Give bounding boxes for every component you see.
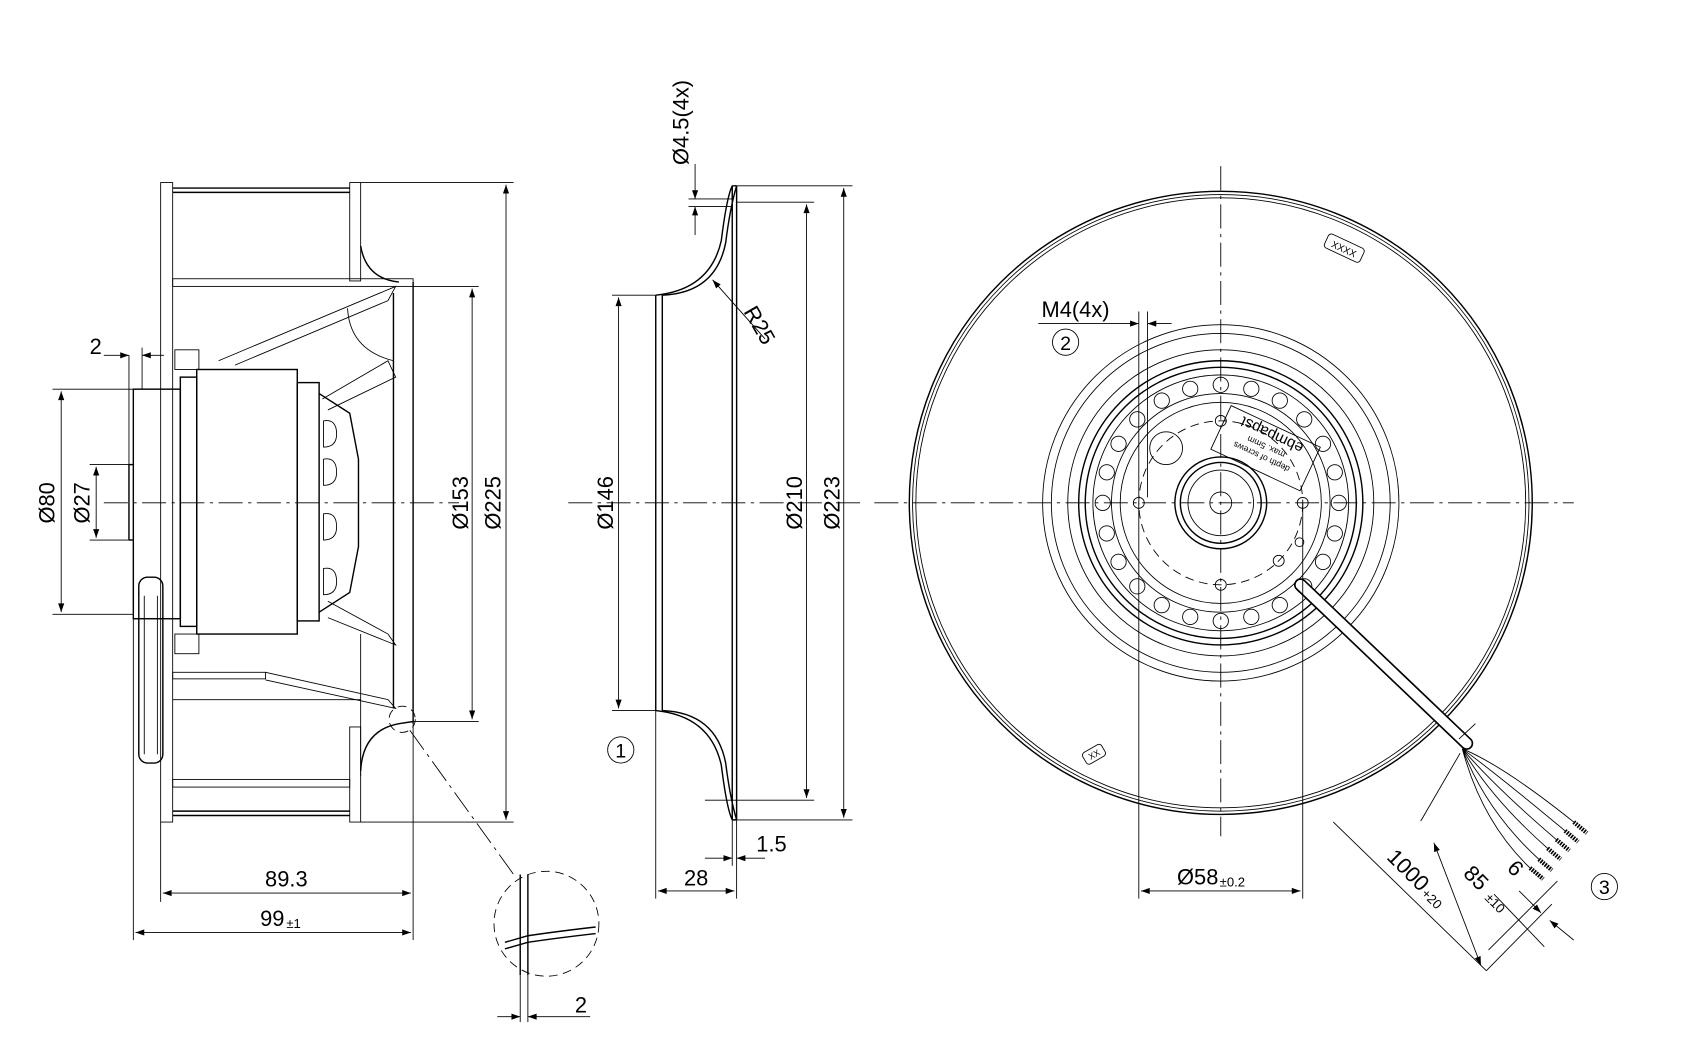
dim-label: Ø225 <box>481 476 506 529</box>
dimension-d146: Ø146 <box>593 294 656 711</box>
dim-label: Ø153 <box>448 476 473 529</box>
dimension-d225: Ø225 <box>360 182 514 823</box>
dim-label: Ø80 <box>35 482 60 523</box>
motor <box>128 349 360 655</box>
dim-label: Ø146 <box>593 476 618 529</box>
dim-label: 99 <box>260 906 284 931</box>
dim-label: R25 <box>739 302 781 349</box>
vent-hole <box>1243 608 1260 625</box>
dim-label: 85 <box>1459 860 1494 895</box>
vent-hole <box>1110 435 1127 452</box>
vent-hole <box>1182 608 1199 625</box>
dim-label: Ø4.5(4x) <box>669 80 694 165</box>
dimension-99: 99 ±1 <box>132 618 411 941</box>
callout-number: 1 <box>615 741 626 763</box>
dim-label: 2 <box>575 992 587 1017</box>
dim-tolerance: ±0.2 <box>1220 875 1245 890</box>
vent-hole <box>1129 411 1146 428</box>
dimension-d223: Ø223 <box>736 185 853 821</box>
rotor-vents <box>1094 376 1347 630</box>
dimension-d153: Ø153 <box>413 285 479 722</box>
impeller-blades <box>218 285 397 710</box>
side-view: 2 Ø80 Ø27 Ø153 Ø225 <box>35 182 600 1023</box>
label-xxxx: XXXX <box>1323 233 1365 263</box>
dim-label: 6 <box>1502 855 1528 881</box>
dimension-d58: Ø58 ±0.2 <box>1138 502 1304 899</box>
dimension-r25: R25 <box>712 279 781 349</box>
dim-label: 28 <box>684 865 708 890</box>
vent-hole <box>1098 525 1115 542</box>
vent-hole <box>1271 597 1288 614</box>
dim-label: 2 <box>90 334 102 359</box>
vent-hole <box>1326 525 1343 542</box>
dim-tolerance: ±10 <box>1482 890 1508 916</box>
cable-gland <box>138 576 164 764</box>
label-text: XXXX <box>1329 239 1358 260</box>
callout-3: 3 <box>1590 873 1618 901</box>
inlet-ring-view: Ø4.5(4x) R25 Ø146 Ø210 Ø223 <box>568 80 864 899</box>
vent-hole <box>1296 411 1313 428</box>
vent-hole <box>1314 553 1332 570</box>
vent-hole <box>1243 380 1260 397</box>
dimension-d80: Ø80 <box>35 388 134 615</box>
vent-hole <box>1314 435 1332 452</box>
dim-tolerance: ±1 <box>286 916 300 931</box>
vent-hole <box>1182 380 1199 397</box>
vent-hole <box>1271 392 1288 409</box>
dim-label: Ø27 <box>70 482 95 523</box>
cable <box>1293 578 1589 881</box>
dimension-28: 28 <box>655 710 735 899</box>
label-xx: XX <box>1082 743 1106 765</box>
vent-hole <box>1110 553 1127 570</box>
detail-view: 2 <box>388 705 600 1023</box>
vent-hole <box>1153 597 1170 614</box>
dim-label: Ø223 <box>819 476 844 529</box>
callout-number: 2 <box>1060 333 1071 355</box>
vent-hole <box>1212 612 1229 630</box>
vent-hole <box>1094 494 1111 511</box>
callout-1: 1 <box>607 736 635 764</box>
dimension-89-3: 89.3 <box>160 721 414 941</box>
label-plate: depth of screws max. 5mm ebmpapst <box>1210 405 1321 492</box>
dimension-2-flange: 2 <box>90 334 164 465</box>
dimension-hole: Ø4.5(4x) <box>669 80 733 236</box>
fan-housing-section <box>160 182 414 823</box>
dim-label: 89.3 <box>265 867 308 892</box>
vent-hole <box>1326 464 1343 481</box>
vent-hole <box>1212 376 1229 393</box>
front-view: depth of screws max. 5mm ebmpapst XXXX X… <box>874 166 1618 972</box>
vent-hole <box>1129 578 1146 595</box>
vent-hole <box>1098 464 1115 481</box>
dim-label: Ø210 <box>782 476 807 529</box>
dim-label: 1.5 <box>756 832 786 857</box>
dimension-d210: Ø210 <box>704 201 815 801</box>
vent-hole <box>1330 494 1347 511</box>
thread-callout: M4(4x) 2 <box>1038 297 1172 498</box>
callout-number: 3 <box>1599 877 1610 899</box>
impeller-disc <box>908 190 1533 816</box>
vent-hole <box>1153 392 1170 409</box>
dimension-d27: Ø27 <box>70 464 129 541</box>
dim-label: M4(4x) <box>1042 297 1110 322</box>
dimension-1-5: 1.5 <box>704 819 787 899</box>
dim-label: Ø58 <box>1177 864 1218 889</box>
